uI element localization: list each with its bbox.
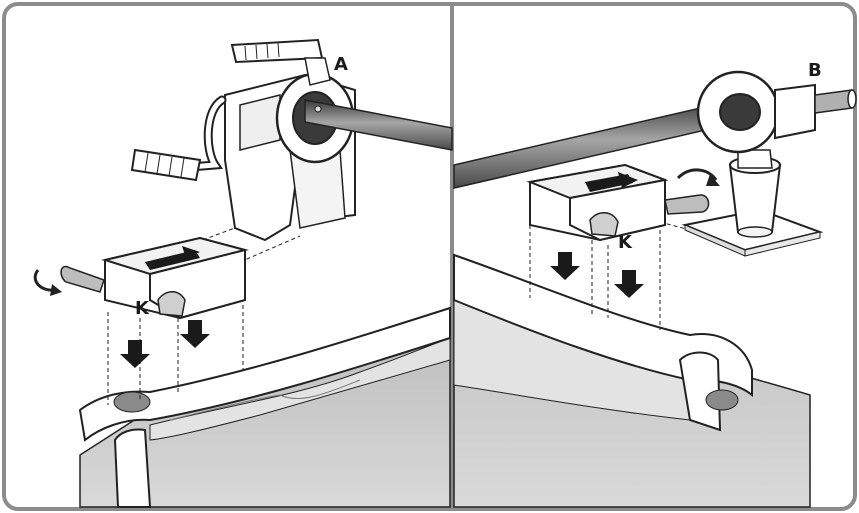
rail-joint-left: [113, 391, 151, 413]
end-post: [728, 164, 782, 233]
rotate-arrow-icon: [676, 168, 718, 181]
end-label-b: B: [808, 60, 822, 81]
pool-corner-post-right: [678, 351, 722, 432]
end-unit-b: B: [681, 60, 857, 257]
left-panel: K: [33, 38, 453, 508]
clamp-knob: [664, 194, 710, 215]
crank-label-a: A: [334, 54, 348, 75]
down-arrow-icon: [180, 320, 210, 348]
down-arrows-right: [550, 252, 644, 298]
roller-tube-left: [304, 99, 453, 151]
guide-lines-left: [107, 224, 301, 405]
clamp-label-k-left: K: [135, 298, 150, 319]
clamp-k-right: K: [526, 163, 720, 253]
pool-corner-post-left: [113, 428, 152, 508]
down-arrow-icon: [120, 340, 150, 368]
right-panel: K B: [453, 60, 857, 508]
pool-rail-right: [453, 253, 753, 398]
clamp-label-k-right: K: [618, 232, 633, 253]
down-arrow-icon: [550, 252, 580, 280]
pool-rail-left: [78, 306, 451, 442]
crank-grip: [130, 148, 202, 182]
clamp-k-left: K: [33, 236, 249, 320]
down-arrows-left: [120, 320, 210, 368]
down-arrow-icon: [614, 270, 644, 298]
clamp-knob: [60, 265, 105, 293]
rail-joint-right: [705, 389, 739, 411]
water-ripple-left: [169, 379, 361, 421]
water-left: [149, 337, 451, 441]
